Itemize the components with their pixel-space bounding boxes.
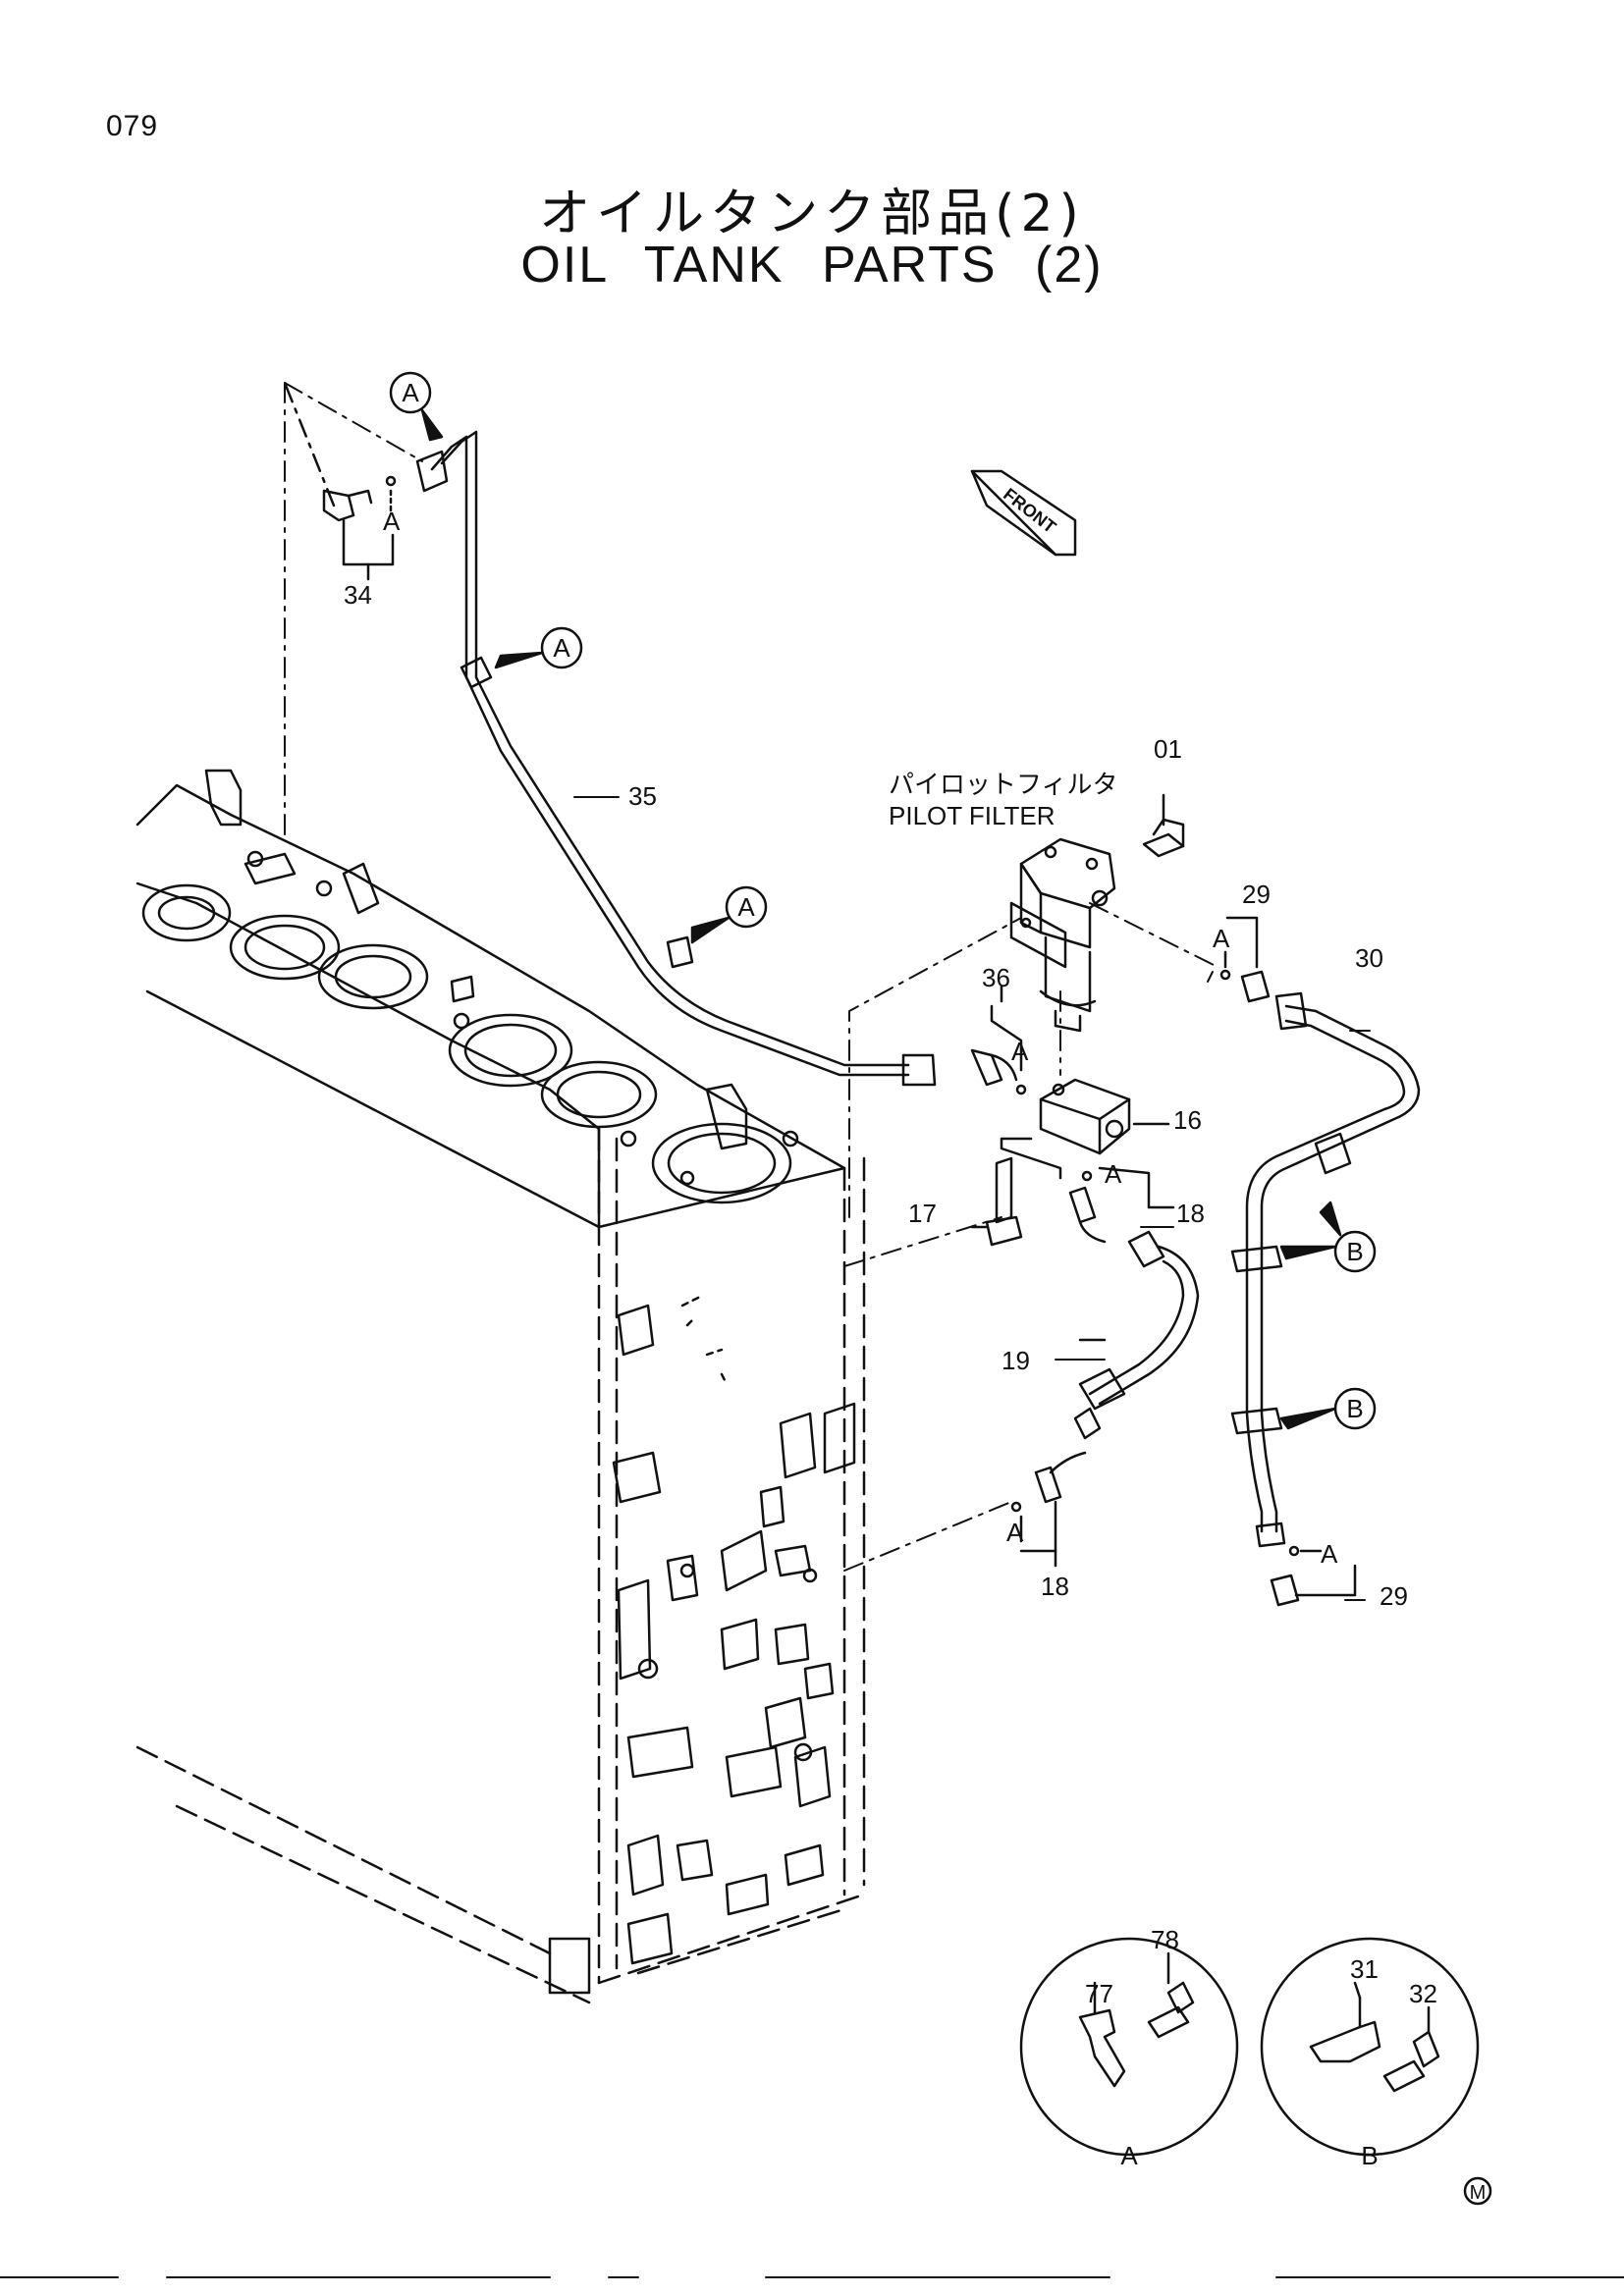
part-number-77: 77 [1085,1979,1113,2008]
pilot-filter-label-jp: パイロットフィルタ [889,770,1117,799]
part-number-35: 35 [628,781,657,811]
svg-text:A: A [553,633,570,663]
part-number-29-lower: 29 [1380,1581,1408,1611]
corner-mark: M [1463,2176,1492,2206]
part-number-01: 01 [1154,734,1182,764]
pilot-filter-assembly [1009,837,1116,1033]
part-number-19: 19 [1001,1346,1030,1375]
ref-a-2: A [494,626,583,669]
pipe-30 [1230,991,1421,1548]
part-number-17: 17 [908,1199,937,1228]
ref-b-1: B [1279,1201,1377,1273]
svg-text:A: A [737,892,755,922]
return-pipe-35 [415,430,937,1087]
bolt-17 [970,1156,1023,1247]
part-number-29-upper: 29 [1242,880,1271,909]
front-direction-arrow: FRONT [970,469,1077,557]
part-number-31: 31 [1350,1954,1379,1984]
part-number-18-lower: 18 [1041,1572,1069,1601]
part-number-78: 78 [1151,1925,1179,1954]
oil-tank-body [135,769,866,2004]
ref-a-3: A [690,885,768,944]
svg-text:B: B [1346,1237,1363,1266]
hose-19 [1073,1230,1200,1440]
fitting-29-lower [1270,1545,1357,1607]
pilot-filter-label-en: PILOT FILTER [889,801,1056,830]
part-number-32: 32 [1409,1979,1437,2008]
ref-b-2: B [1279,1387,1377,1430]
detail-b-label: B [1361,2141,1378,2170]
part-number-18-upper: 18 [1176,1199,1205,1228]
detail-view-a: A [1019,1937,1239,2170]
part-number-34: 34 [344,580,372,610]
ref-a-1: A [389,371,444,442]
detail-a-label: A [1120,2141,1138,2170]
ref-letter-a-29-upper: A [1213,924,1230,953]
elbow-fitting-34 [283,381,397,581]
elbow-fitting-18-lower [1010,1451,1087,1568]
detail-view-b: B [1260,1937,1480,2170]
ref-letter-a-29-lower: A [1321,1539,1338,1569]
part-number-36: 36 [982,963,1010,992]
part-number-30: 30 [1355,943,1383,973]
block-16 [1000,1078,1170,1180]
ref-letter-a-18-upper: A [1105,1159,1122,1189]
plug-01 [1142,793,1185,858]
svg-text:M: M [1470,2182,1487,2204]
page-number: 079 [106,110,159,142]
title-japanese: オイルタンク部品(2) [539,185,1085,243]
assembly-leader-lines [284,382,1218,1572]
title-english: OIL TANK PARTS (2) [520,237,1104,294]
elbow-fitting-18-upper [1068,1166,1175,1244]
part-number-16: 16 [1173,1105,1202,1135]
ref-letter-a-36: A [1011,1037,1029,1066]
elbow-fitting-36 [970,985,1027,1095]
fitting-29-upper [1219,916,1271,1003]
svg-text:B: B [1346,1394,1363,1423]
svg-text:A: A [402,378,419,407]
ref-letter-a-18-lower: A [1006,1518,1024,1547]
ref-letter-a-34: A [383,507,401,536]
